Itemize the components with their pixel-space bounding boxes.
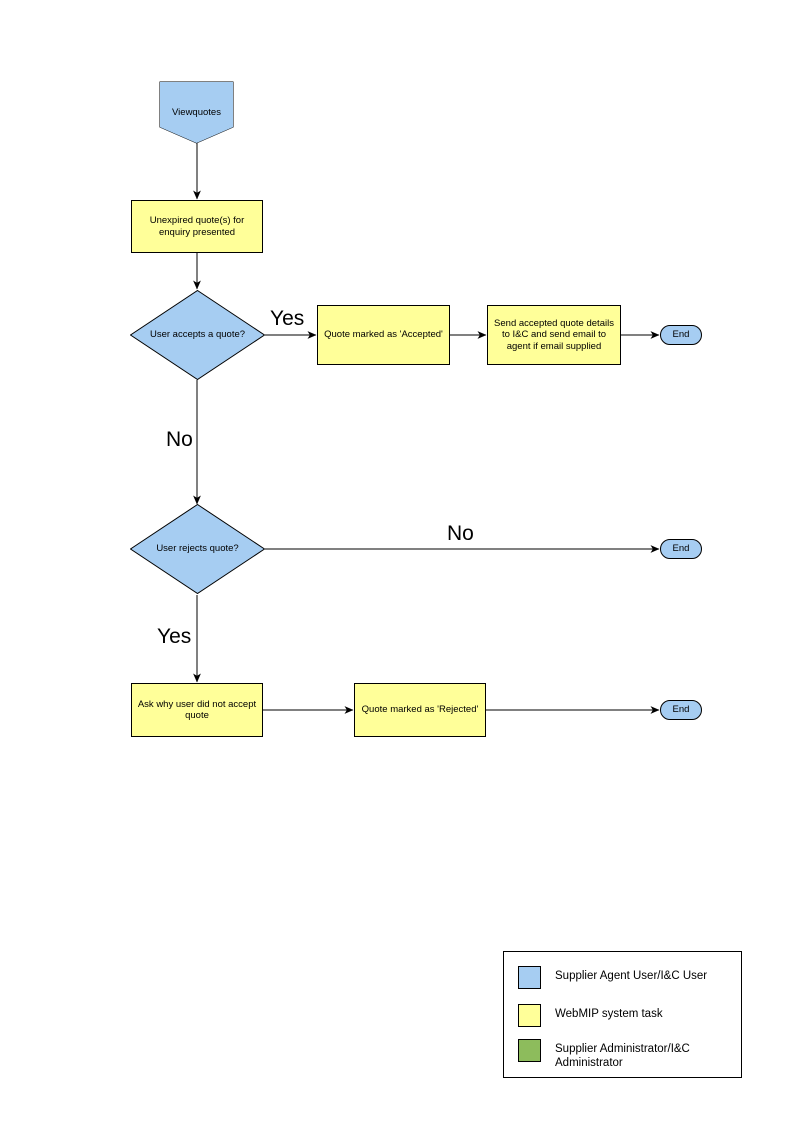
node-start-viewquotes[interactable]: Viewquotes [160,82,233,143]
legend-label-webmip-task: WebMIP system task [555,1008,663,1020]
node-unexpired-quotes[interactable]: Unexpired quote(s) for enquiry presented [131,200,263,253]
legend-label-supplier-agent: Supplier Agent User/I&C User [555,970,708,982]
node-start-viewquotes-label: Viewquotes [172,106,221,118]
node-ask-why-not-accepted[interactable]: Ask why user did not accept quote [131,683,263,737]
node-decision-user-rejects[interactable]: User rejects quote? [130,504,265,594]
node-end-accepted-label: End [672,329,690,341]
node-send-accepted-details[interactable]: Send accepted quote details to I&C and s… [487,305,621,365]
node-unexpired-quotes-label: Unexpired quote(s) for enquiry presented [149,215,245,238]
node-end-no-reject-label: End [672,543,690,555]
branch-label-accepts-yes: Yes [270,307,305,330]
legend-item-supplier-admin: Supplier Administrator/I&C Administrator [518,1039,690,1071]
node-quote-marked-accepted-label: Quote marked as 'Accepted' [324,329,443,341]
legend-swatch-blue [518,966,541,989]
legend-swatch-green [518,1039,541,1062]
legend-label-supplier-admin: Supplier Administrator/I&C Administrator [555,1043,690,1070]
node-quote-marked-rejected-label: Quote marked as 'Rejected' [361,704,479,716]
decision-rejects-shape [130,504,265,594]
legend-box: Supplier Agent User/I&C User WebMIP syst… [503,951,742,1078]
legend-swatch-yellow [518,1004,541,1027]
node-end-rejected-label: End [672,704,690,716]
node-end-accepted[interactable]: End [660,325,702,345]
branch-label-accepts-no: No [166,428,193,451]
legend-item-webmip-task: WebMIP system task [518,1004,663,1027]
node-quote-marked-rejected[interactable]: Quote marked as 'Rejected' [354,683,486,737]
node-quote-marked-accepted[interactable]: Quote marked as 'Accepted' [317,305,450,365]
legend-item-supplier-agent: Supplier Agent User/I&C User [518,966,707,989]
decision-accepts-shape [130,290,265,380]
node-end-rejected[interactable]: End [660,700,702,720]
branch-label-rejects-yes: Yes [157,625,192,648]
node-send-accepted-details-label: Send accepted quote details to I&C and s… [494,318,614,352]
branch-label-rejects-no: No [447,522,474,545]
node-ask-why-not-accepted-label: Ask why user did not accept quote [137,698,257,721]
node-end-no-reject[interactable]: End [660,539,702,559]
node-decision-user-accepts[interactable]: User accepts a quote? [130,290,265,380]
